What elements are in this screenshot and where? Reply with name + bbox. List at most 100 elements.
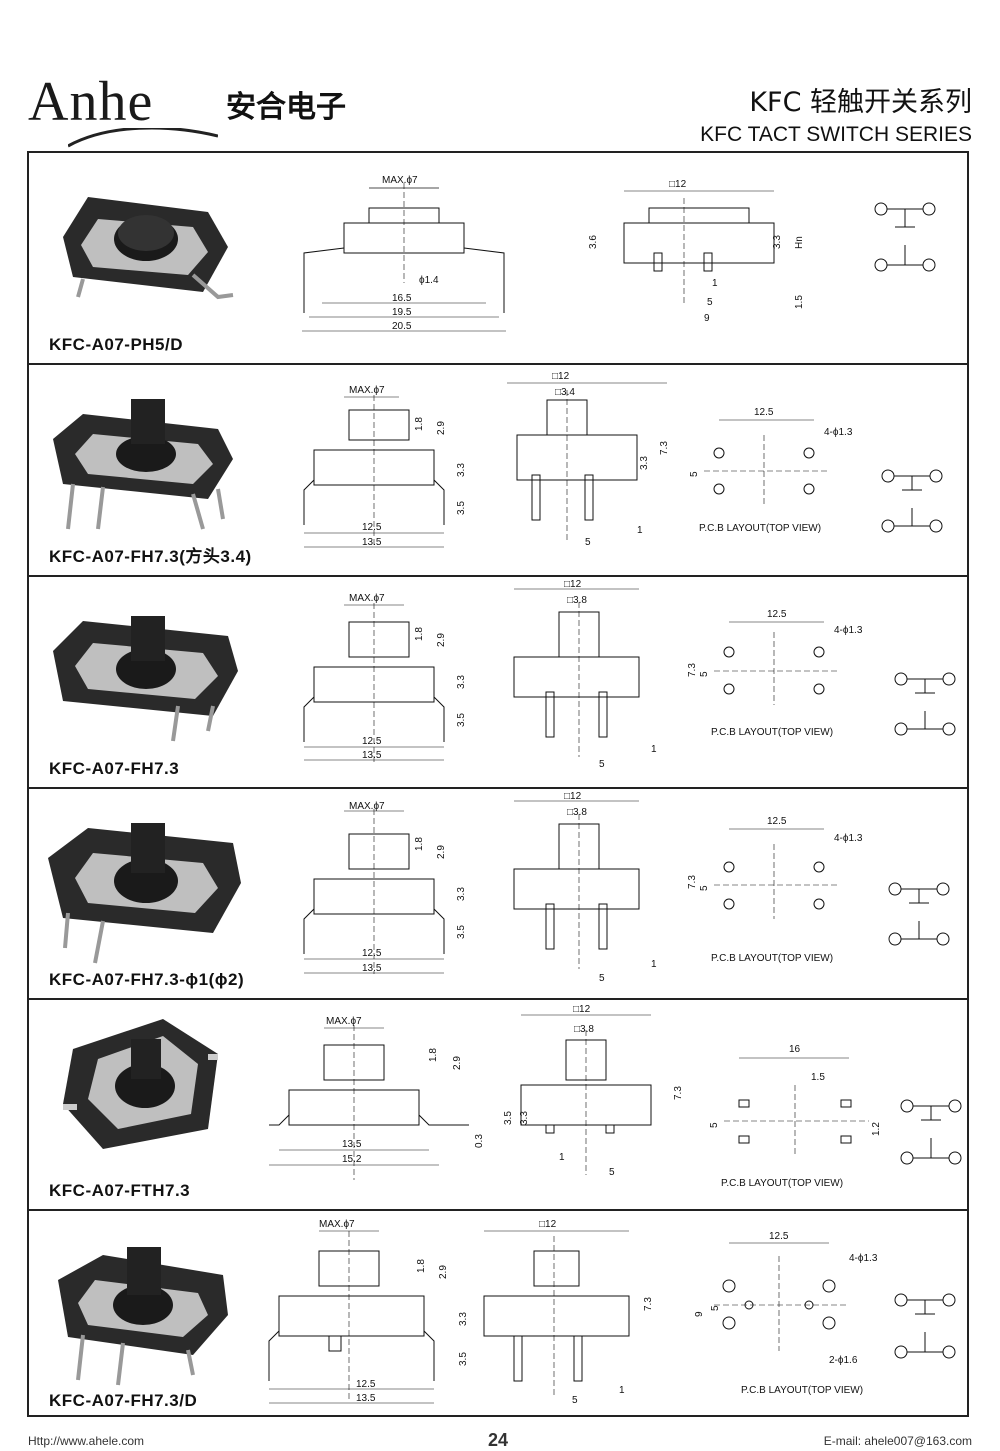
dim-top: □12 <box>564 791 582 802</box>
dim-b2: 5 <box>599 759 605 770</box>
dim-b2: 5 <box>585 537 591 548</box>
switch-photo-icon <box>48 823 241 964</box>
pcb-layout-drawing: 16 1.5 5 1.2 P.C.B LAYOUT(TOP VIEW) <box>709 1044 882 1189</box>
dim-cap: □3.8 <box>567 595 587 606</box>
model-number: KFC-A07-FH7.3 <box>49 759 180 778</box>
circuit-symbol-icon <box>894 672 956 736</box>
pcb-caption: P.C.B LAYOUT(TOP VIEW) <box>711 727 833 738</box>
dim-v4: 3.5 <box>456 713 467 727</box>
dim-b3: 9 <box>704 313 710 324</box>
dim-pcb-height: 5 <box>709 1122 720 1128</box>
dim-v3: 3.3 <box>456 675 467 689</box>
dim-h1: 3.6 <box>588 235 599 249</box>
dim-top: □12 <box>669 179 687 190</box>
dim-v3: 3.3 <box>456 887 467 901</box>
dim-d2: 13.5 <box>362 537 382 548</box>
dim-d1: 12.5 <box>362 522 382 533</box>
dim-pcb-height: 5 <box>699 671 710 677</box>
product-row-fth73: MAX.ϕ7 1.8 2.9 13.5 15.2 0.3 □12 □3.8 3.… <box>29 1000 967 1211</box>
dim-v1: 1.8 <box>414 627 425 641</box>
dim-max-diameter: MAX.ϕ7 <box>382 175 418 186</box>
dim-b4: 1.5 <box>794 295 805 309</box>
series-title-cn: KFC 轻触开关系列 <box>749 87 972 118</box>
switch-photo-icon <box>53 616 238 742</box>
dim-v4: 3.5 <box>458 1352 469 1366</box>
page-footer: Http://www.ahele.com 24 E-mail: ahele007… <box>28 1430 972 1450</box>
dim-b2: 5 <box>609 1167 615 1178</box>
dim-d2: 13.5 <box>362 963 382 974</box>
dim-d1: 13.5 <box>342 1139 362 1150</box>
dim-v2: 2.9 <box>438 1265 449 1279</box>
dim-v3: 3.3 <box>456 463 467 477</box>
dim-b1: 1 <box>712 278 718 289</box>
dim-b1: 1 <box>559 1152 565 1163</box>
dim-cap: □3.8 <box>574 1024 594 1035</box>
dim-h2: 7.3 <box>659 441 670 455</box>
dim-hn: Hn <box>794 236 805 249</box>
front-view-drawing: □12 □3.8 7.3 1 5 <box>513 791 698 984</box>
dim-v2: 2.9 <box>436 633 447 647</box>
side-view-drawing: MAX.ϕ7 1.8 2.9 3.3 3.5 12.5 13.5 <box>303 801 467 974</box>
dim-v1: 1.8 <box>416 1259 427 1273</box>
dim-pcb-holes: 4-ϕ1.3 <box>824 427 853 438</box>
dim-b1: 1 <box>619 1385 625 1396</box>
series-title-en: KFC TACT SWITCH SERIES <box>700 123 972 146</box>
pcb-caption: P.C.B LAYOUT(TOP VIEW) <box>699 523 821 534</box>
dim-cap: □3.4 <box>555 387 575 398</box>
dim-h2: 7.3 <box>643 1297 654 1311</box>
dim-max-diameter: MAX.ϕ7 <box>349 593 385 604</box>
dim-h1: 3.3 <box>639 456 650 470</box>
circuit-symbol-icon <box>894 1293 956 1359</box>
dim-pcb-holes: 4-ϕ1.3 <box>834 625 863 636</box>
dim-pcb-holes: 4-ϕ1.3 <box>849 1253 878 1264</box>
front-view-drawing: □12 7.3 1 5 <box>483 1219 654 1406</box>
dim-v4: 3.5 <box>456 925 467 939</box>
dim-h0: 3.5 <box>503 1111 514 1125</box>
dim-v5: 0.3 <box>474 1134 485 1148</box>
dim-b2: 5 <box>707 297 713 308</box>
dim-pcb-height: 5 <box>689 471 700 477</box>
model-number: KFC-A07-PH5/D <box>49 335 184 354</box>
dim-max-diameter: MAX.ϕ7 <box>319 1219 355 1230</box>
side-view-drawing: MAX.ϕ7 1.8 2.9 3.3 3.5 12.5 13.5 <box>303 593 467 762</box>
side-view-drawing: MAX.ϕ7 1.8 2.9 3.3 3.5 12.5 13.5 <box>303 385 467 548</box>
website-link[interactable]: Http://www.ahele.com <box>28 1434 145 1448</box>
dim-b1: 1 <box>651 959 657 970</box>
dim-d1: 16.5 <box>392 293 412 304</box>
pcb-layout-drawing: 12.5 4-ϕ1.3 5 P.C.B LAYOUT(TOP VIEW) <box>689 407 853 534</box>
switch-photo-icon <box>58 1247 228 1386</box>
dim-max-diameter: MAX.ϕ7 <box>326 1016 362 1027</box>
dim-b1: 1 <box>637 525 643 536</box>
product-row-fh73-square: MAX.ϕ7 1.8 2.9 3.3 3.5 12.5 13.5 □12 □3.… <box>29 365 967 577</box>
pcb-layout-drawing: 12.5 4-ϕ1.3 5 P.C.B LAYOUT(TOP VIEW) <box>699 816 863 964</box>
circuit-symbol-icon <box>888 882 950 946</box>
dim-d1: 12.5 <box>356 1379 376 1390</box>
dim-d3: 20.5 <box>392 321 412 332</box>
side-view-drawing: MAX.ϕ7 1.8 2.9 13.5 15.2 0.3 <box>269 1016 485 1180</box>
dim-cap: □3.8 <box>567 807 587 818</box>
dim-pcb-width: 12.5 <box>767 816 787 827</box>
product-table: MAX.ϕ7 ϕ1.4 16.5 19.5 20.5 □12 3.6 3.3 H… <box>27 151 969 1417</box>
dim-b2: 5 <box>599 973 605 984</box>
product-row-fh73d: MAX.ϕ7 1.8 2.9 3.3 3.5 12.5 13.5 □12 7.3… <box>29 1211 967 1419</box>
dim-pin: ϕ1.4 <box>419 275 439 286</box>
dim-pcb-height9: 9 <box>694 1311 705 1317</box>
dim-v2: 2.9 <box>436 845 447 859</box>
model-number: KFC-A07-FH7.3/D <box>49 1391 198 1410</box>
pcb-layout-drawing: 12.5 4-ϕ1.3 5 P.C.B LAYOUT(TOP VIEW) <box>699 609 863 738</box>
model-number: KFC-A07-FTH7.3 <box>49 1181 191 1200</box>
dim-d2: 19.5 <box>392 307 412 318</box>
dim-pcb-holes: 4-ϕ1.3 <box>834 833 863 844</box>
dim-v2: 2.9 <box>436 421 447 435</box>
side-view-drawing: MAX.ϕ7 1.8 2.9 3.3 3.5 12.5 13.5 <box>268 1219 469 1404</box>
dim-v3: 3.3 <box>458 1312 469 1326</box>
dim-d2: 13.5 <box>362 750 382 761</box>
email-link[interactable]: E-mail: ahele007@163.com <box>823 1434 972 1448</box>
dim-h2: 3.3 <box>772 235 783 249</box>
pcb-caption: P.C.B LAYOUT(TOP VIEW) <box>721 1178 843 1189</box>
logo-swoosh-icon <box>68 128 218 148</box>
side-view-drawing: MAX.ϕ7 ϕ1.4 16.5 19.5 20.5 <box>302 175 506 332</box>
product-row-fh73-phi: MAX.ϕ7 1.8 2.9 3.3 3.5 12.5 13.5 □12 □3.… <box>29 789 967 1000</box>
switch-photo-icon <box>53 399 233 530</box>
dim-pcb-width: 16 <box>789 1044 801 1055</box>
